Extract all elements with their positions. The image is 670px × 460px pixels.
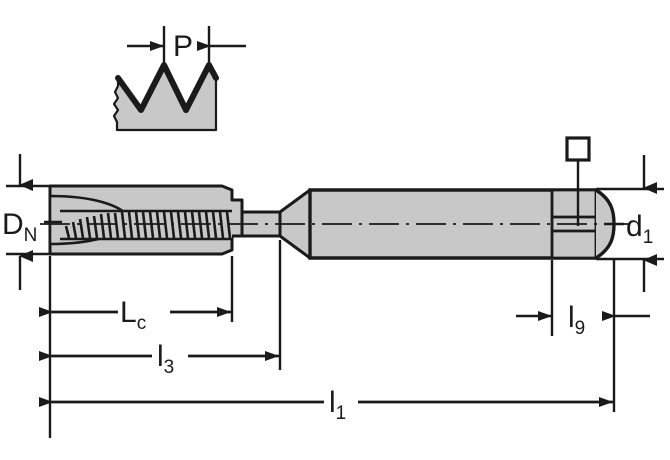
square-drive-callout [565,136,591,226]
vertical-extension-lines [48,240,616,438]
dimension-chamfer-length: Lc [39,294,231,334]
label-pitch: P [173,30,193,63]
lc-label-mask [118,294,170,330]
thread-hatch-band [60,209,232,241]
dimension-square-length: l9 [516,301,650,339]
l3-label-mask [152,338,188,374]
label-overall-length: l1 [329,386,346,424]
tap-tool-body [40,184,628,260]
dimension-overall-length: l1 [39,384,613,424]
label-thread-length: l3 [157,340,174,378]
thread-pitch-detail: P [112,26,246,132]
dimension-shank-diameter: d1 [596,155,664,292]
thread-crest-line [115,62,219,113]
l1-label-mask [324,384,358,420]
label-shank-diameter: d1 [626,210,653,248]
label-chamfer-length: Lc [120,296,146,334]
label-nominal-diameter: DN [2,208,37,246]
square-symbol-icon [565,136,591,162]
dimension-thread-length: l3 [39,338,279,378]
dimension-nominal-diameter: DN [2,154,120,290]
label-square-length: l9 [568,301,585,339]
